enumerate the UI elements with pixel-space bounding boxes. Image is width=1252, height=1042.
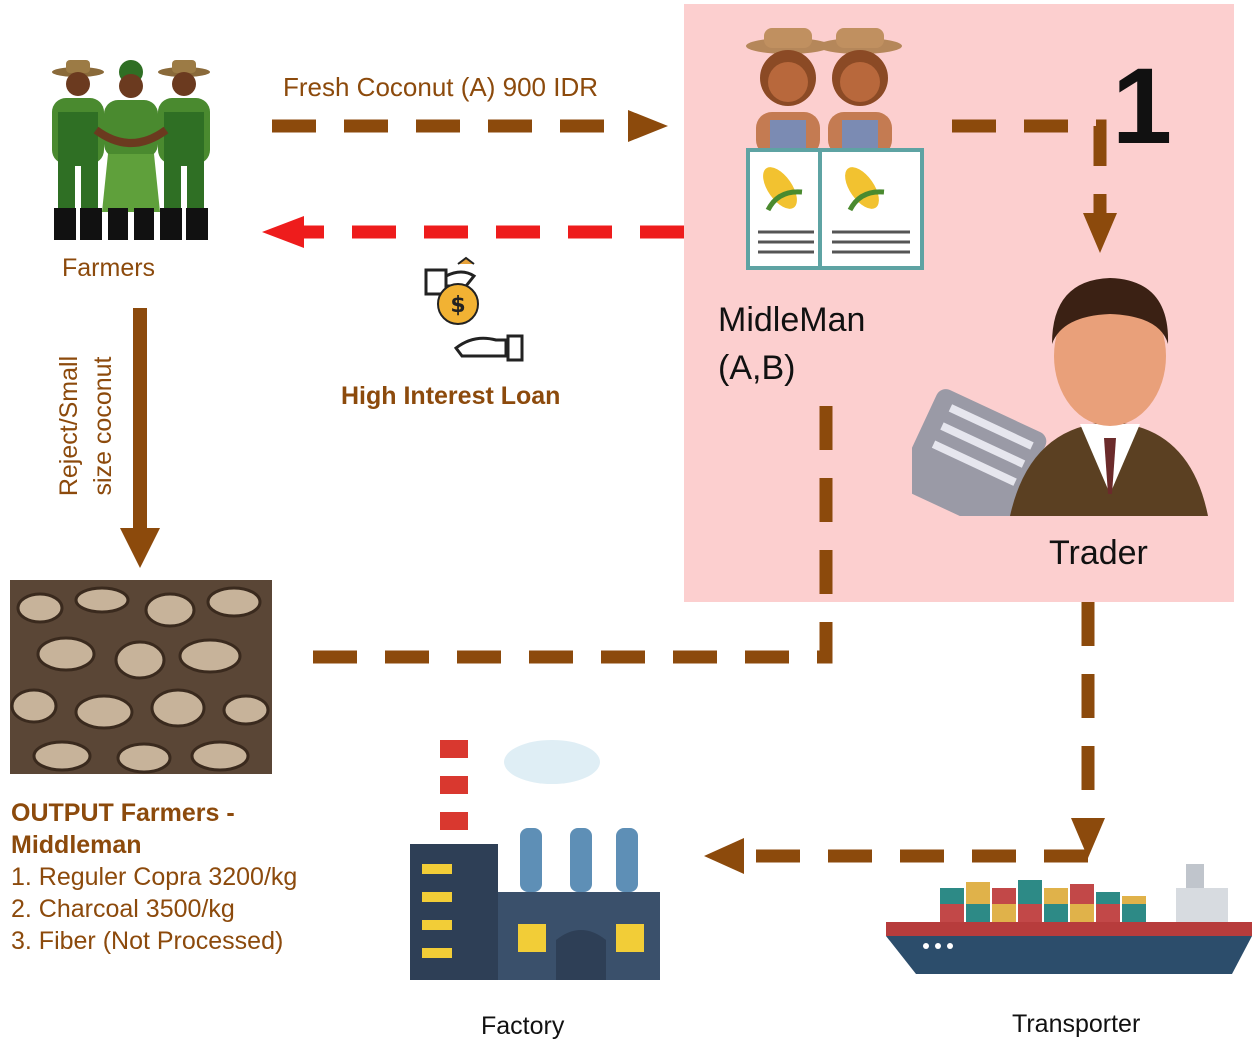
cargo-ship-icon [886, 864, 1252, 974]
coconut-shells-photo [10, 580, 272, 774]
reject-label: Reject/Small size coconut [52, 326, 120, 526]
output-title-line2: Middleman [11, 831, 142, 859]
middleman-label-line1: MidleMan [718, 301, 866, 339]
reject-coconut-arrow [120, 308, 160, 568]
transporter-label: Transporter [1012, 1010, 1141, 1038]
high-interest-loan-label: High Interest Loan [341, 382, 561, 410]
money-loan-icon: $ [424, 256, 524, 362]
trader-to-transporter-arrow [1071, 602, 1105, 858]
trader-icon [912, 278, 1208, 516]
svg-text:$: $ [450, 293, 465, 318]
loan-arrow [262, 216, 684, 248]
factory-icon [410, 740, 660, 980]
reject-label-line2: size coconut [89, 356, 117, 496]
output-list: OUTPUT Farmers - Middleman 1. Reguler Co… [11, 797, 297, 957]
farmers-group-icon [52, 60, 210, 240]
output-item: 2. Charcoal 3500/kg [11, 895, 235, 923]
middleman-label: MidleMan (A,B) [718, 296, 865, 392]
middleman-icon [746, 28, 924, 270]
output-title-line1: OUTPUT Farmers - [11, 799, 235, 827]
trader-label: Trader [1049, 534, 1148, 572]
fresh-coconut-label: Fresh Coconut (A) 900 IDR [283, 72, 599, 102]
middleman-to-trader-arrow [952, 119, 1117, 253]
farmers-label: Farmers [62, 254, 156, 282]
transporter-to-factory-arrow [704, 838, 1088, 874]
fresh-coconut-arrow [272, 110, 668, 142]
factory-label: Factory [481, 1012, 565, 1040]
step-number: 1 [1112, 45, 1173, 166]
reject-label-line1: Reject/Small [55, 355, 83, 497]
output-item: 3. Fiber (Not Processed) [11, 927, 284, 955]
middleman-label-line2: (A,B) [718, 349, 796, 387]
middleman-to-shells-line [290, 406, 833, 664]
output-item: 1. Reguler Copra 3200/kg [11, 863, 298, 891]
